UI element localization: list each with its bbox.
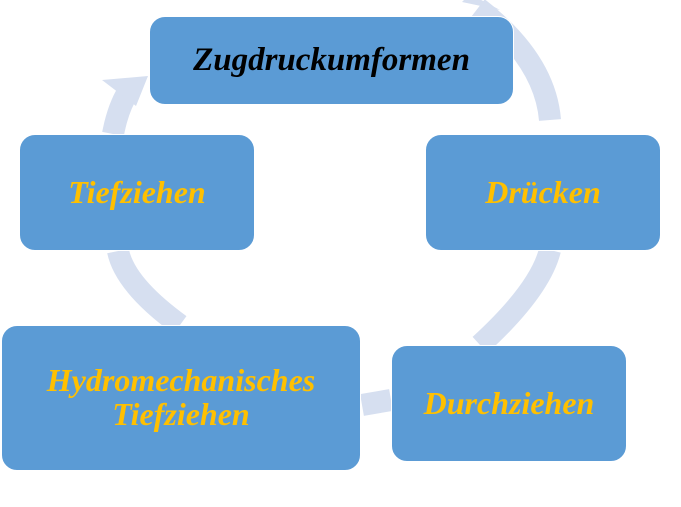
cycle-arc-bottom: [360, 389, 393, 416]
node-durchziehen: Durchziehen: [391, 345, 627, 462]
node-label: Tiefziehen: [68, 173, 206, 210]
node-label: Zugdruckumformen: [193, 42, 470, 79]
node-label: Hydromechanisches Tiefziehen: [46, 362, 316, 432]
node-druecken: Drücken: [425, 134, 661, 251]
cycle-arrowhead-top: [462, 0, 500, 10]
node-label: Durchziehen: [423, 384, 595, 421]
node-hydromechanisches-tiefziehen: Hydromechanisches Tiefziehen: [1, 325, 361, 471]
node-zugdruckumformen: Zugdruckumformen: [149, 16, 514, 105]
node-tiefziehen: Tiefziehen: [19, 134, 255, 251]
node-label: Drücken: [485, 173, 601, 210]
cycle-arrowhead: [102, 76, 148, 106]
cycle-arc-right: [472, 246, 561, 354]
cycle-arc-left-bottom: [107, 248, 187, 334]
cycle-arc-left-top: [102, 86, 138, 137]
